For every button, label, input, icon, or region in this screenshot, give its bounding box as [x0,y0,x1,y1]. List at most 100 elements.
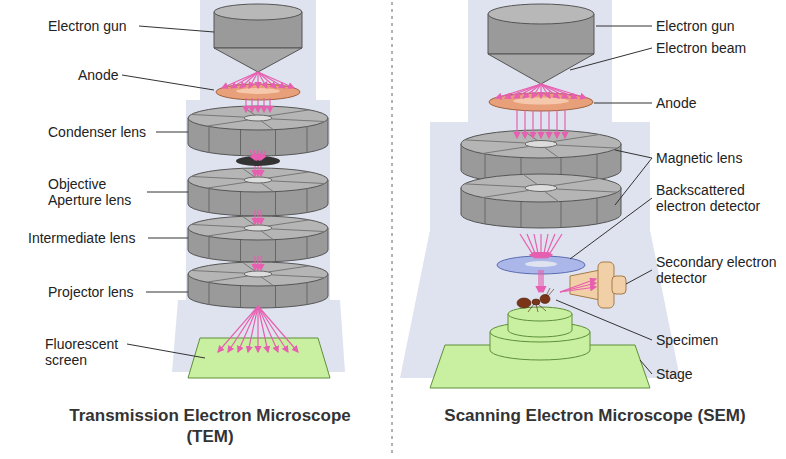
electron-ray [540,110,541,138]
part-label: Fluorescent screen [45,336,135,368]
electron-ray [540,270,541,292]
part-label: Magnetic lens [656,150,781,166]
lens-bore [525,185,557,192]
electron-ray [257,256,258,270]
lens-segment [465,184,526,187]
electron-ray [543,234,548,258]
electron-ray [240,72,258,88]
electron-ray [258,306,278,352]
lens-segment [271,119,324,122]
part-label: Anode [78,67,123,83]
part-label: Objective Aperture lens [48,176,148,208]
tem-anode-hole [236,88,280,94]
fluorescent-screen [188,338,330,378]
lens-bore [244,115,272,121]
detector-hole [525,261,557,267]
lens-seam [597,198,598,224]
electron-ray [532,110,533,138]
electron-ray [556,110,557,138]
electron-ray [560,279,596,292]
lens-seam [209,237,210,259]
lens-segment [242,168,254,177]
caption-text: Transmission Electron Microscope (TEM) [50,405,370,447]
lens-segment [261,183,273,192]
part-label: Secondary electron detector [656,254,781,286]
lens-segment [465,140,526,143]
lens-segment [261,121,273,130]
electron-ray [258,72,294,88]
electron-ray [254,210,255,224]
lens-segment [207,120,248,126]
electron-ray [254,166,255,176]
lens-seam [561,202,562,228]
electron-ray [524,110,525,138]
part-label: Intermediate lens [28,230,150,246]
electron-ray [527,234,537,258]
part-label: Electron gun [48,18,143,34]
lens-seam [275,130,276,156]
electron-ray [538,270,539,292]
lens-segment [191,176,244,179]
lens-segment [207,230,248,236]
part-label: Projector lens [48,284,148,300]
lens-bore [244,177,272,183]
electron-ray [516,110,517,138]
lens-segment [523,174,537,184]
magnetic-lens [461,174,621,228]
leader-lines [122,26,652,374]
sem-electron-gun [488,4,594,84]
stage [430,307,650,388]
part-label: Condenser lens [48,124,156,140]
lens-seam [307,283,308,305]
electron-ray [261,150,266,160]
electron-ray [258,306,298,352]
electron-ray [228,306,258,352]
electron-ray [260,256,261,270]
part-label: Backscattered electron detector [656,182,781,214]
tem-electron-gun [214,4,302,72]
sem-anode-hole [513,98,569,105]
lens-segment [556,145,617,148]
lens-segment [207,182,248,188]
lens-bore [244,225,272,231]
magnetic-lens [188,106,328,156]
lens-top [461,174,621,202]
electron-ray [542,270,543,292]
electron-ray [263,98,264,112]
electron-ray [251,98,252,112]
electron-ray [540,84,541,98]
lens-seam [275,192,276,216]
lens-segment [191,270,244,273]
lens-segment [545,147,559,157]
electron-ray [257,210,258,224]
lens-segment [482,190,529,197]
lens-bore [525,141,557,148]
electron-ray [257,98,258,112]
electron-ray [541,84,559,98]
lens-seam [597,154,598,180]
electron-ray [222,72,258,88]
lens-segment [268,266,309,272]
lens-seam [521,202,522,228]
lens-seam [485,154,486,180]
lens-seam [240,240,241,262]
electron-ray [534,234,539,258]
lens-segment [261,231,273,240]
lens-segment [268,220,309,226]
lens-seam [307,127,308,153]
electron-ray [564,110,565,138]
part-label: Stage [656,366,781,382]
lens-segment [242,216,254,225]
lens-seam [485,198,486,224]
part-label: Electron gun [656,18,781,34]
lens-segment [207,276,248,282]
lens-seam [209,283,210,305]
specimen-ant [517,288,554,312]
lens-segment [553,134,600,141]
lens-seam [240,130,241,156]
electron-ray [545,234,555,258]
lens-segment [271,181,324,184]
lens-segment [271,229,324,232]
electron-ray [258,306,288,352]
part-label: Anode [656,95,781,111]
